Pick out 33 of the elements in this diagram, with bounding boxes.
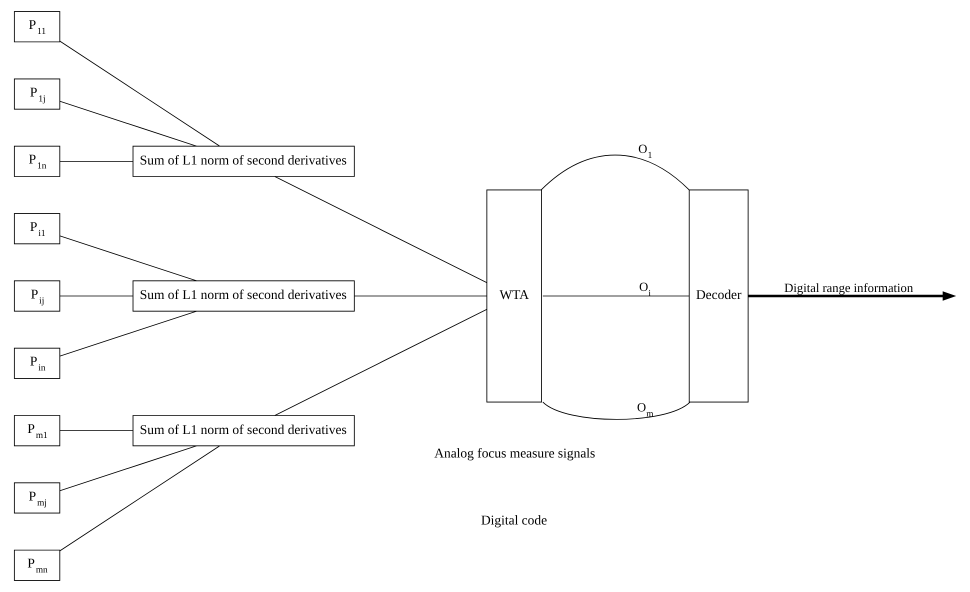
- node-box: Sum of L1 norm of second derivatives: [132, 415, 355, 446]
- edge-label: O$_{m}$: [637, 400, 654, 420]
- arrow: [748, 291, 956, 301]
- connector: [59, 235, 197, 282]
- node-box: Sum of L1 norm of second derivatives: [132, 146, 355, 177]
- connector: [59, 446, 220, 552]
- label: Analog focus measure signals: [434, 445, 596, 460]
- connector: [274, 176, 488, 284]
- connector: [59, 40, 220, 146]
- node-box: P$_{in}$: [14, 348, 60, 379]
- node-box: P$_{m1}$: [14, 415, 60, 446]
- connector: [59, 430, 134, 432]
- node-box: Sum of L1 norm of second derivatives: [132, 280, 355, 312]
- node-box: Decoder: [688, 190, 749, 402]
- node-box: P$_{mj}$: [14, 482, 60, 514]
- edge-label: Digital range information: [784, 280, 914, 295]
- node-box: P$_{11}$: [14, 11, 60, 42]
- node-box: P$_{1n}$: [14, 146, 60, 177]
- edge-label: O$_{1}$: [638, 142, 652, 161]
- label: Digital code: [480, 512, 548, 528]
- connector: [274, 308, 488, 416]
- connector: [59, 310, 197, 357]
- node-box: P$_{ij}$: [14, 280, 60, 312]
- node-box: P$_{mn}$: [14, 550, 60, 581]
- node-box: P$_{1j}$: [14, 78, 60, 110]
- connector: [542, 402, 690, 420]
- node-box: WTA: [486, 190, 542, 402]
- connector: [59, 100, 197, 147]
- connector: [59, 160, 134, 162]
- node-box: P$_{i1}$: [14, 213, 60, 244]
- connector: [59, 445, 197, 492]
- connector: [540, 154, 690, 190]
- edge-label: O$_{i}$: [639, 280, 651, 299]
